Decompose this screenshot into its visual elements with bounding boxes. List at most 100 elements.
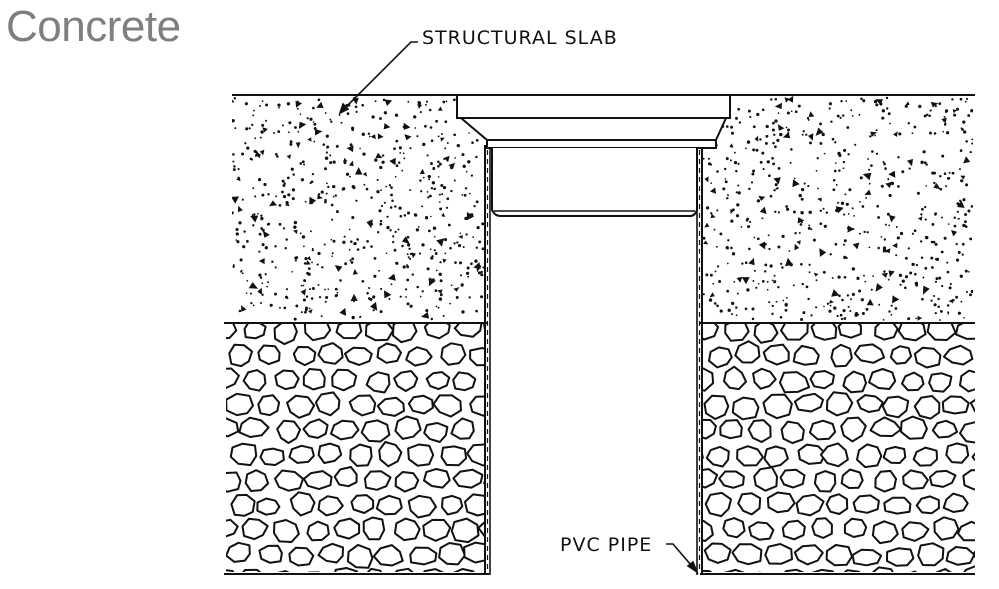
concrete-speck xyxy=(846,126,850,129)
concrete-speck xyxy=(840,317,844,321)
gravel-stone xyxy=(350,494,375,514)
concrete-speck xyxy=(874,134,876,137)
concrete-fill-left xyxy=(232,96,484,321)
pipe-leader xyxy=(666,543,699,575)
concrete-speck xyxy=(291,197,295,201)
concrete-speck xyxy=(335,210,339,214)
concrete-speck xyxy=(887,278,890,281)
concrete-speck xyxy=(772,121,775,125)
concrete-speck xyxy=(748,247,751,251)
concrete-speck xyxy=(710,182,713,184)
concrete-speck xyxy=(735,314,738,317)
concrete-aggregate xyxy=(298,121,307,129)
concrete-speck xyxy=(933,303,937,307)
concrete-aggregate xyxy=(428,277,436,287)
gravel-stone xyxy=(881,395,910,419)
concrete-aggregate xyxy=(377,133,384,140)
concrete-speck xyxy=(380,287,383,290)
concrete-aggregate xyxy=(307,137,312,142)
concrete-speck xyxy=(938,276,942,280)
concrete-speck xyxy=(823,305,825,308)
concrete-aggregate xyxy=(316,101,324,108)
concrete-aggregate xyxy=(307,256,312,261)
concrete-speck xyxy=(888,310,891,313)
concrete-speck xyxy=(735,191,738,194)
concrete-speck xyxy=(260,216,264,221)
slab-leader xyxy=(338,41,418,115)
concrete-speck xyxy=(911,262,915,267)
concrete-speck xyxy=(736,292,739,295)
concrete-aggregate xyxy=(346,145,354,153)
concrete-speck xyxy=(953,216,956,219)
gravel-stone xyxy=(440,342,467,366)
concrete-speck xyxy=(285,203,288,206)
concrete-speck xyxy=(293,225,297,229)
gravel-stone xyxy=(734,340,761,364)
gravel-stone xyxy=(302,418,329,439)
concrete-speck xyxy=(362,246,366,249)
gravel-stone xyxy=(915,495,940,515)
concrete-speck xyxy=(960,127,963,130)
concrete-speck xyxy=(779,132,783,137)
concrete-speck xyxy=(882,246,887,250)
concrete-speck xyxy=(350,261,354,264)
concrete-speck xyxy=(715,245,718,248)
concrete-aggregate xyxy=(375,152,383,159)
concrete-speck xyxy=(768,247,771,251)
concrete-speck xyxy=(427,174,431,179)
concrete-speck xyxy=(730,131,735,135)
concrete-speck xyxy=(762,168,765,171)
concrete-aggregate xyxy=(941,117,947,124)
concrete-aggregate xyxy=(339,307,347,316)
concrete-speck xyxy=(326,182,328,185)
gravel-stone xyxy=(753,466,778,492)
concrete-speck xyxy=(343,161,347,165)
concrete-aggregate xyxy=(917,216,923,221)
concrete-speck xyxy=(727,308,731,312)
gravel-stone xyxy=(902,469,929,490)
concrete-speck xyxy=(406,253,409,256)
concrete-speck xyxy=(746,140,751,144)
concrete-speck xyxy=(899,283,902,286)
gravel-stone xyxy=(856,443,883,469)
gravel-stone xyxy=(813,470,837,493)
concrete-speck xyxy=(923,114,927,118)
concrete-speck xyxy=(453,133,457,137)
concrete-speck xyxy=(955,295,959,299)
concrete-aggregate xyxy=(704,222,710,228)
concrete-speck xyxy=(884,223,887,226)
concrete-speck xyxy=(941,154,945,158)
concrete-speck xyxy=(913,229,917,233)
concrete-speck xyxy=(822,207,825,210)
concrete-speck xyxy=(901,170,905,174)
concrete-speck xyxy=(279,306,281,309)
concrete-speck xyxy=(308,307,311,310)
concrete-speck xyxy=(843,148,847,152)
concrete-speck xyxy=(376,178,379,181)
concrete-speck xyxy=(467,160,471,164)
gravel-stone xyxy=(747,419,772,443)
concrete-speck xyxy=(356,248,360,251)
concrete-speck xyxy=(370,196,373,199)
concrete-speck xyxy=(437,135,440,138)
concrete-speck xyxy=(401,244,404,248)
concrete-speck xyxy=(801,133,804,136)
concrete-speck xyxy=(798,232,801,234)
concrete-speck xyxy=(470,174,474,177)
concrete-speck xyxy=(909,271,913,275)
gravel-stone xyxy=(935,568,952,572)
concrete-speck xyxy=(854,143,857,146)
gravel-stone xyxy=(897,324,927,342)
concrete-speck xyxy=(290,167,294,171)
concrete-speck xyxy=(779,315,783,319)
concrete-speck xyxy=(417,101,421,105)
concrete-aggregate xyxy=(437,289,443,295)
gravel-stone xyxy=(376,396,405,417)
concrete-speck xyxy=(304,310,307,314)
concrete-speck xyxy=(850,109,853,112)
concrete-aggregate xyxy=(389,157,396,166)
concrete-speck xyxy=(324,167,327,171)
concrete-speck xyxy=(398,146,402,150)
concrete-speck xyxy=(819,141,823,145)
concrete-speck xyxy=(913,272,917,276)
